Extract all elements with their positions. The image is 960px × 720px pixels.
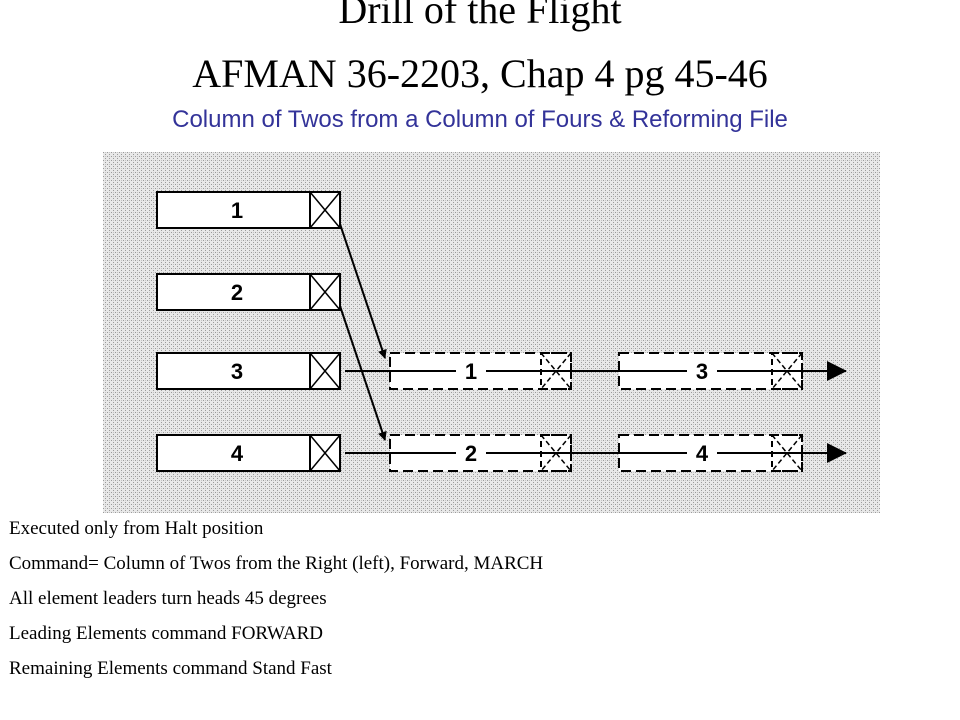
bullet-list: Executed only from Halt position Command… xyxy=(9,517,543,692)
slide-title-line-2: AFMAN 36-2203, Chap 4 pg 45-46 xyxy=(192,51,768,96)
bottom-row-label-1: 2 xyxy=(465,441,477,466)
turn-arrow-element-2 xyxy=(339,305,387,441)
left-element-label: 2 xyxy=(231,280,243,305)
bullet-item: All element leaders turn heads 45 degree… xyxy=(9,588,327,609)
left-element-2: 2 xyxy=(156,273,341,311)
bullet-item: Command= Column of Twos from the Right (… xyxy=(9,553,544,574)
slide-subtitle: Column of Twos from a Column of Fours & … xyxy=(172,106,788,133)
left-element-label: 1 xyxy=(231,198,243,223)
bottom-row-label-2: 4 xyxy=(696,441,709,466)
slide-title-line-1: Drill of the Flight xyxy=(338,0,622,32)
left-element-label: 4 xyxy=(231,441,244,466)
label-backdrop xyxy=(456,440,486,466)
formation-diagram: 1 2 3 4 xyxy=(103,152,880,513)
top-row-label-1: 1 xyxy=(465,359,477,384)
label-backdrop xyxy=(687,358,717,384)
left-element-1: 1 xyxy=(156,191,341,229)
left-element-3: 3 xyxy=(156,352,341,390)
turn-arrow-element-1 xyxy=(339,223,387,359)
left-element-label: 3 xyxy=(231,359,243,384)
bullet-item: Leading Elements command FORWARD xyxy=(9,623,323,644)
top-row-label-2: 3 xyxy=(696,359,708,384)
bullet-item: Executed only from Halt position xyxy=(9,518,264,539)
label-backdrop xyxy=(687,440,717,466)
bullet-item: Remaining Elements command Stand Fast xyxy=(9,658,332,679)
left-element-4: 4 xyxy=(156,434,341,472)
label-backdrop xyxy=(456,358,486,384)
